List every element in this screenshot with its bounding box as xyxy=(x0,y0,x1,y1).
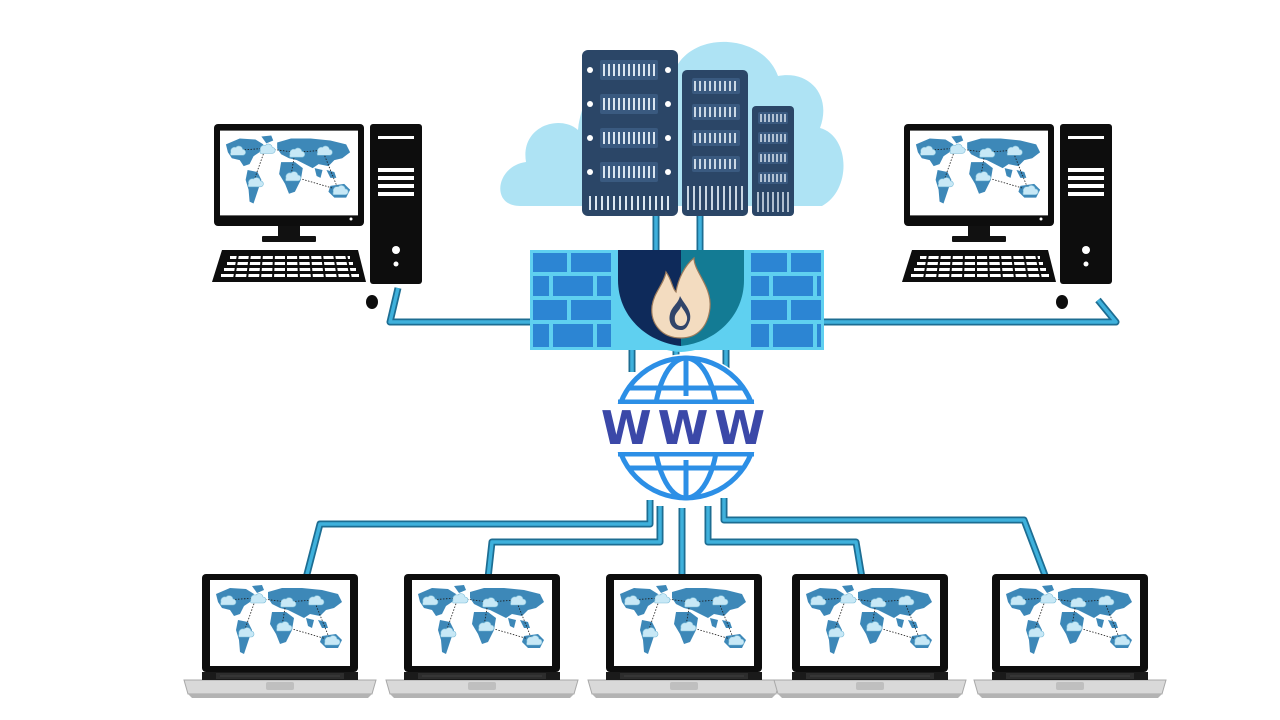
cables xyxy=(302,214,1120,580)
www-label: WWW xyxy=(601,401,771,455)
laptop-icon xyxy=(774,574,966,698)
laptop-3 xyxy=(588,574,780,698)
firewall-icon xyxy=(530,250,824,352)
laptop-icon xyxy=(974,574,1166,698)
desktop-computer-icon xyxy=(902,124,1112,309)
desktop-right xyxy=(902,124,1112,309)
laptop-icon xyxy=(588,574,780,698)
laptop-icon xyxy=(184,574,376,698)
globe-icon: WWW xyxy=(601,354,771,502)
laptop-4 xyxy=(774,574,966,698)
server-icon xyxy=(752,106,794,216)
laptop-2 xyxy=(386,574,578,698)
cloud-server xyxy=(500,41,844,216)
desktop-computer-icon xyxy=(212,124,422,309)
laptop-icon xyxy=(386,574,578,698)
server-icon xyxy=(682,70,748,216)
laptop-1 xyxy=(184,574,376,698)
laptop-5 xyxy=(974,574,1166,698)
desktop-left xyxy=(212,124,422,309)
server-icon xyxy=(582,50,678,216)
